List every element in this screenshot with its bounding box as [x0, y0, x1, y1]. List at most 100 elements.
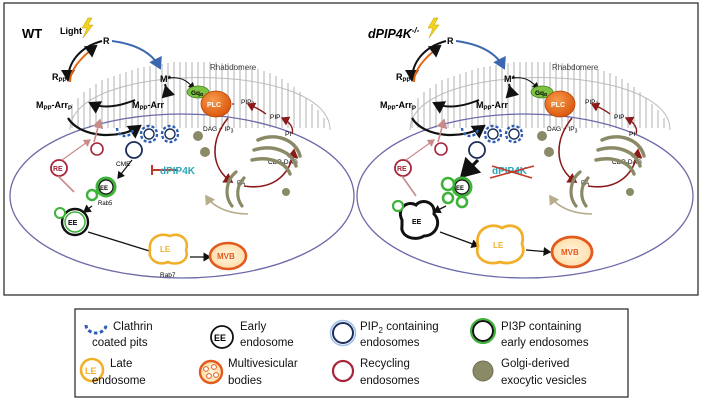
wt-mvb — [208, 241, 248, 271]
mutant-rhabdomere-label: Rhabdomere — [552, 63, 599, 72]
wt-late-endosome — [148, 233, 189, 265]
legend-pi3p-icon — [472, 320, 494, 342]
mutant-cdp: CDP-DAG — [612, 159, 642, 166]
mutant-gq — [530, 85, 554, 99]
mutant-le-mvb-arrow — [525, 246, 552, 256]
mutant-golgi-arrow — [549, 194, 593, 215]
wt-ee-le-arrow — [87, 231, 158, 256]
wt-ee2-label: EE — [68, 220, 78, 227]
wt-gq-label: Gqα — [191, 90, 204, 98]
legend-item-3-line1: PIP2 containing — [360, 321, 439, 335]
legend-item-6-line2: bodies — [228, 375, 262, 387]
mutant-ee-arrow — [432, 205, 447, 214]
mutant-pip: PIP — [614, 114, 624, 121]
mutant-ee-label: EE — [456, 186, 464, 192]
mutant-recycle-arrow-1 — [436, 118, 448, 143]
mutant-late-endosome — [475, 224, 525, 265]
wt-inhibition-bar — [151, 165, 178, 175]
legend-item-2-line1: Early — [240, 321, 266, 333]
legend-item-2-line2: endosome — [240, 337, 294, 349]
wt-clathrin-pits — [115, 124, 180, 159]
mutant-recycle-link — [401, 175, 417, 197]
wt-mpp-arrp: MPP-ArrP — [36, 100, 72, 112]
legend-item-8-line1: Golgi-derived — [501, 358, 569, 370]
mutant-re — [394, 159, 412, 177]
mutant-rpp: RPP — [396, 72, 411, 84]
legend-golgi-vesicle-icon — [472, 360, 494, 382]
wt-mstar: M* — [160, 74, 171, 84]
wt-ee-label: EE — [100, 186, 108, 192]
mutant-r: R — [447, 36, 454, 46]
wt-golgi — [193, 131, 302, 208]
legend: Clathrin coated pits EE Early endosome P… — [74, 308, 629, 398]
mutant-cme-arrow — [459, 156, 482, 179]
mutant-recycle-arrow-2 — [405, 139, 435, 161]
mutant-early-endosomes-pi3p — [440, 176, 473, 209]
legend-item-7-line1: Recycling — [360, 358, 410, 370]
mutant-mvb-label: MVB — [561, 248, 579, 257]
wt-recycle-link — [57, 175, 75, 193]
mutant-plc-label: PLC — [551, 102, 565, 109]
wt-dpip4k-label: dPIP4K — [160, 166, 196, 177]
mutant-plc — [544, 90, 576, 118]
mutant-golgi — [537, 131, 646, 208]
wt-lipid-cycle — [214, 102, 299, 188]
wt-cdp: CDP-DAG — [268, 159, 298, 166]
legend-item-1-line2: coated pits — [92, 337, 148, 349]
legend-item-4-line2: early endosomes — [501, 337, 589, 349]
wt-light-label: Light — [60, 26, 82, 36]
mutant-le-label: LE — [493, 241, 504, 250]
wt-rab7-label: Rab7 — [160, 272, 176, 279]
wt-rpp: RPP — [52, 72, 67, 84]
wt-re-label: RE — [53, 166, 63, 173]
legend-item-5-line2: endosome — [92, 375, 146, 387]
wt-r: R — [103, 36, 110, 46]
wt-cell-outline — [9, 113, 355, 279]
mutant-re-label: RE — [397, 166, 407, 173]
legend-late-endosome-icon — [79, 357, 105, 383]
mutant-title: dPIP4K-/- — [368, 26, 420, 41]
wt-early-endosome-pi3p — [85, 176, 117, 202]
legend-clathrin-icon — [84, 324, 108, 335]
mutant-panel: dPIP4K-/- R RPP M* MPP-ArrP MPP-Arr Rhab… — [356, 17, 694, 279]
mutant-clathrin-pits — [460, 124, 524, 159]
mutant-lightning-icon — [427, 17, 440, 39]
mutant-ee2-label: EE — [412, 219, 422, 226]
legend-item-1-line1: Clathrin — [113, 321, 153, 333]
mutant-mpp-arr: MPP-Arr — [476, 100, 509, 112]
wt-recycle-arrow-1 — [92, 118, 104, 143]
wt-rhabdomere-label: Rhabdomere — [210, 63, 257, 72]
mutant-mvb — [550, 235, 594, 269]
wt-plc — [200, 90, 232, 118]
wt-dag: DAG + IP3 — [203, 126, 234, 135]
wt-recycle-arrow-2 — [61, 139, 91, 161]
legend-item-4-line1: PI3P containing — [501, 321, 581, 333]
wt-le-label: LE — [160, 245, 171, 254]
wt-rab5-label: Rab5 — [98, 201, 113, 207]
mutant-mpp-arrp: MPP-ArrP — [380, 100, 416, 112]
mutant-cell-outline — [356, 113, 694, 279]
wt-cme-label: CME — [116, 161, 131, 168]
mutant-mstar: M* — [504, 74, 515, 84]
wt-panel: WT Light R RPP M* MPP-ArrP MPP-Arr Rhabd… — [9, 17, 355, 279]
figure-frame — [3, 2, 699, 296]
wt-ee-arrow — [82, 204, 93, 213]
mutant-re-small — [434, 142, 448, 156]
wt-early-endosome — [54, 207, 90, 237]
wt-re-small — [90, 142, 104, 156]
legend-pip2-icon — [332, 322, 354, 344]
wt-rhodopsin-cycle — [61, 40, 195, 139]
mutant-ee-le-arrow — [439, 231, 480, 249]
legend-pi3p-halo — [470, 318, 496, 344]
wt-mvb-label: MVB — [217, 252, 235, 261]
legend-early-endosome-icon — [210, 325, 234, 349]
legend-pip2-halo — [329, 319, 357, 347]
mutant-dpip4k-cross — [489, 165, 535, 179]
wt-lightning-icon — [81, 17, 94, 39]
wt-plc-label: PLC — [207, 102, 221, 109]
wt-mpp-arr: MPP-Arr — [132, 100, 165, 112]
mutant-pi: PI — [629, 131, 635, 138]
mutant-rhodopsin-cycle — [405, 40, 539, 139]
